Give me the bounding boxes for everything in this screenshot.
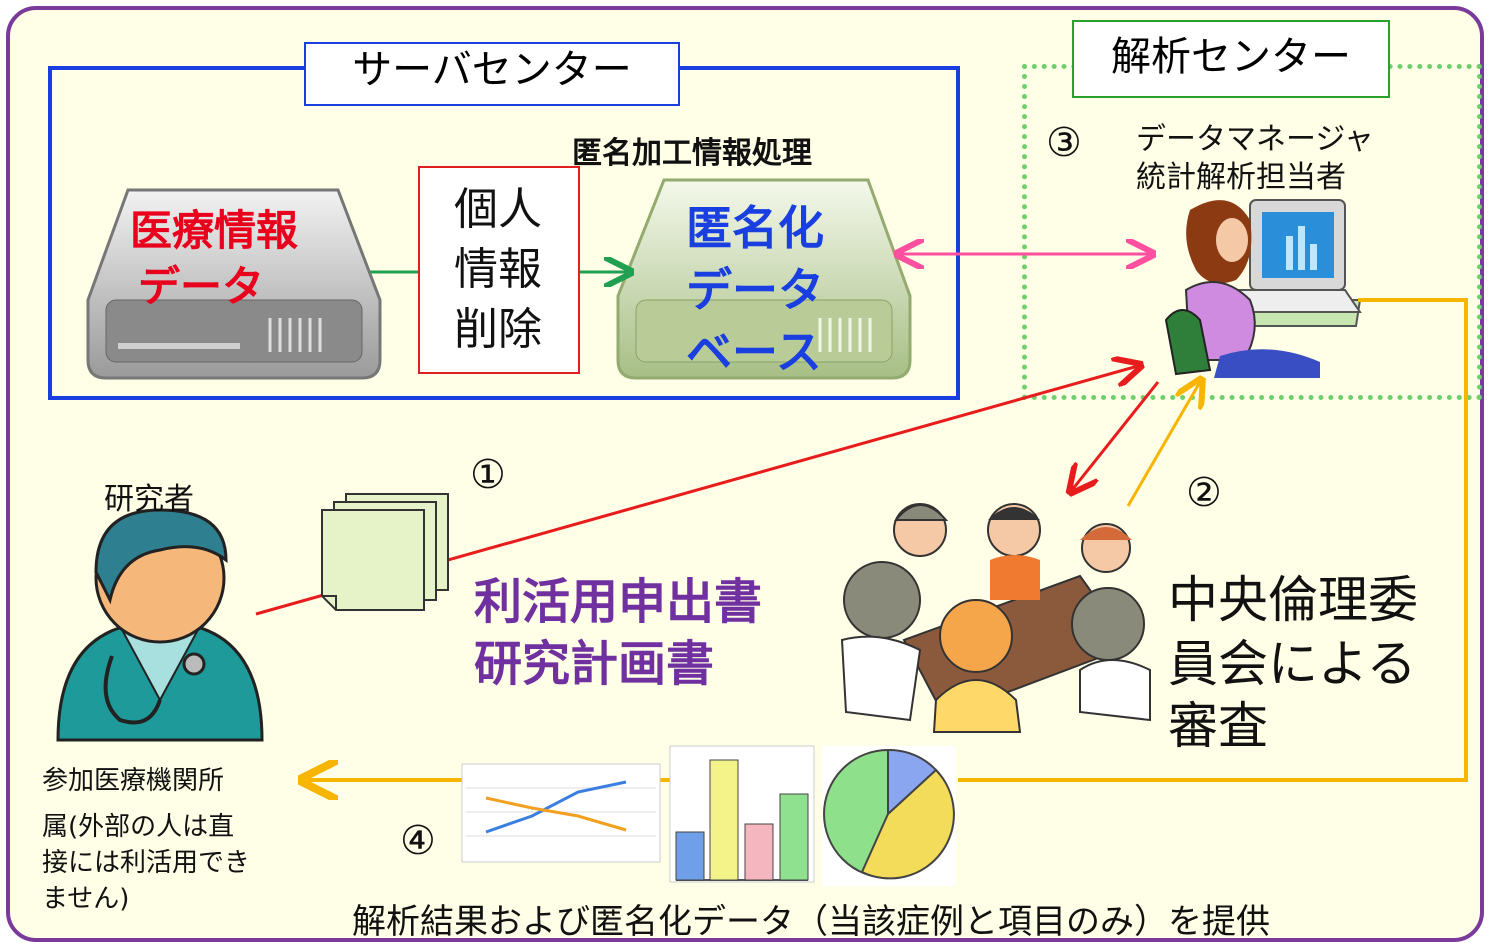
researcher-note-4: ません) [42, 884, 130, 914]
role-data-manager: データマネージャ [1136, 122, 1374, 157]
bar-chart-thumbnail [669, 745, 815, 883]
server-center-title: サーバセンター [304, 42, 680, 106]
researcher-label: 研究者 [104, 482, 194, 517]
committee-label-2: 員会による [1168, 635, 1417, 693]
deletion-label-1: 個人 [454, 184, 542, 235]
result-caption: 解析結果および匿名化データ（当該症例と項目のみ）を提供 [352, 902, 1270, 942]
personal-info-deletion-box [418, 166, 580, 374]
medical-data-drive-icon [86, 188, 382, 380]
committee-label-1: 中央倫理委 [1168, 571, 1418, 629]
medical-data-label-1: 医療情報 [130, 206, 299, 255]
review-result-arrow [1126, 382, 1200, 507]
step-3-marker: ③ [1046, 120, 1082, 166]
deletion-label-2: 情報 [454, 244, 542, 295]
research-plan-label: 研究計画書 [474, 636, 715, 692]
anon-db-label-3: ベース [686, 325, 822, 379]
researcher-doctor-icon [56, 508, 264, 742]
document-stack-icon [321, 493, 449, 611]
step-4-marker: ④ [400, 818, 436, 864]
anonymized-db-drive-icon [616, 178, 912, 380]
researcher-note-2: 属(外部の人は直 [42, 812, 235, 842]
deletion-label-3: 削除 [454, 304, 542, 355]
medical-data-label-2: データ [138, 262, 265, 311]
analysis-center-title: 解析センター [1072, 20, 1390, 98]
result-return-line [958, 298, 1468, 782]
step-1-marker: ① [470, 452, 506, 498]
review-request-arrow [1072, 381, 1160, 490]
application-form-label: 利活用申出書 [474, 574, 763, 630]
researcher-note-3: 接には利活用でき [42, 848, 251, 878]
anonymization-process-label: 匿名加工情報処理 [572, 136, 812, 171]
anon-db-label-1: 匿名化 [686, 201, 824, 255]
committee-label-3: 審査 [1168, 697, 1268, 755]
step-2-marker: ② [1186, 470, 1222, 516]
role-statistician: 統計解析担当者 [1136, 160, 1346, 195]
committee-meeting-icon [840, 503, 1151, 733]
pie-chart-thumbnail [822, 746, 956, 886]
researcher-note-1: 参加医療機関所 [42, 766, 225, 796]
analyst-icon [1164, 199, 1362, 378]
anon-db-label-2: データ [686, 263, 824, 317]
line-chart-thumbnail [461, 763, 661, 863]
